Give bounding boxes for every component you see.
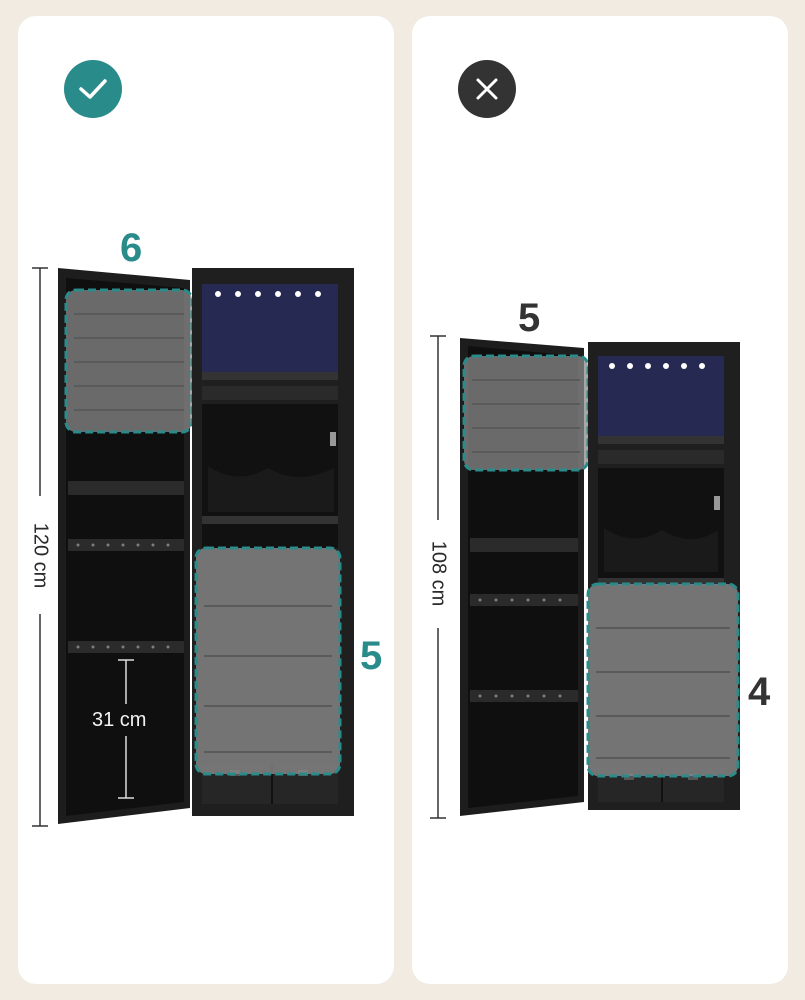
close-icon: [476, 78, 498, 100]
comparison-panel-good: 6 5 120 cm 31 cm: [18, 16, 394, 984]
height-dimension-line: [430, 335, 446, 819]
badge-good: [64, 60, 122, 118]
height-label: 108 cm: [427, 540, 450, 607]
upper-count-label: 6: [120, 226, 143, 270]
lower-count-label: 4: [748, 670, 771, 714]
height-label: 120 cm: [29, 522, 52, 589]
comparison-panel-bad: 5 4 108 cm: [412, 16, 788, 984]
height-dimension-line: [32, 267, 48, 827]
earring-panel-highlight: [462, 354, 590, 472]
lower-count-label: 5: [360, 634, 383, 678]
necklace-panel-highlight: [586, 582, 740, 778]
cabinet-illustration-108: [430, 335, 740, 819]
upper-count-label: 5: [518, 296, 541, 340]
inner-measurement-label: 31 cm: [92, 709, 147, 731]
earring-panel-highlight: [64, 288, 194, 434]
badge-bad: [458, 60, 516, 118]
cabinet-illustration-120: [32, 267, 354, 827]
check-icon: [79, 79, 107, 99]
necklace-panel-highlight: [194, 546, 342, 776]
